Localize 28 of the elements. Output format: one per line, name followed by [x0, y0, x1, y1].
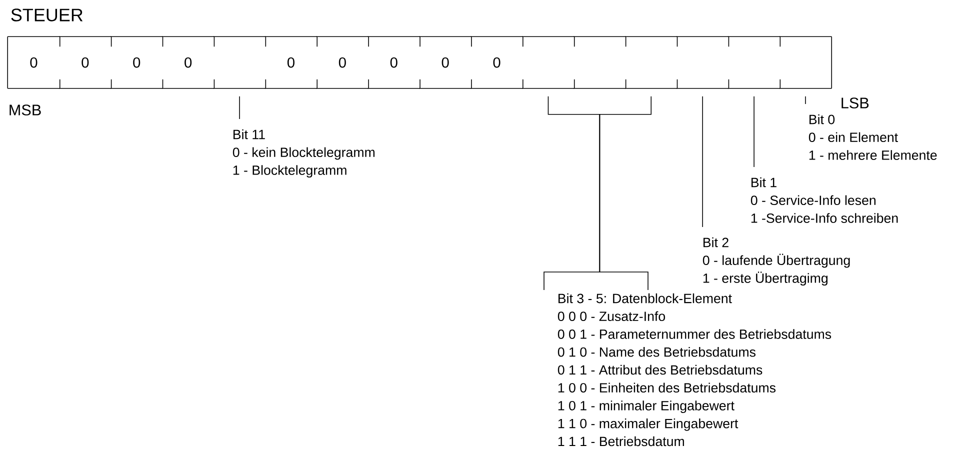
- bit-cell: [624, 36, 678, 89]
- bit-cell: 0: [418, 36, 472, 89]
- bit-cell: [573, 36, 626, 89]
- bit-cell: 0: [7, 36, 60, 89]
- bit-description: Bit 11 0 - kein Blocktelegramm 1 - Blocktelegramm: [232, 129, 374, 178]
- bit-cell: [728, 36, 781, 89]
- bit-cell: 0: [110, 36, 164, 89]
- bit-description: Bit 0 0 - ein Element 1 - mehrere Elemente: [808, 114, 937, 160]
- bit-description: Bit 3 - 5: Datenblock-Element 0 0 0 - Zusatz-Info 0 0 1 - Parameternummer des Betriebsdatums 0 1 0 - Name des Betriebsdatums 0 1 1 - Attribut des Betriebsdatums 1 0 0 - Einheiten des Betriebsdatums 1 0 1 - minimaler Eingabewert 1 1 0 - maximaler Eingabewert 1 1 1 - Betriebsdatum: [558, 293, 832, 446]
- bit-order-label: MSB: [10, 104, 41, 116]
- bit-cell: 0: [58, 36, 112, 89]
- bit-cell: 0: [264, 36, 318, 89]
- bit-cell: 0: [470, 36, 524, 89]
- bit-cell: [522, 36, 575, 89]
- title: STEUER: [11, 8, 83, 22]
- bit-cell: [778, 36, 832, 89]
- bit-order-label: LSB: [842, 98, 869, 108]
- bit-cell: 0: [367, 36, 420, 89]
- bit-cell: 0: [316, 36, 369, 89]
- bit-cell: [676, 36, 730, 89]
- bit-description: Bit 1 0 - Service-Info lesen 1 -Service-Info schreiben: [750, 177, 898, 223]
- bit-cell: 0: [162, 36, 215, 89]
- leader-line: [702, 96, 703, 228]
- bit-cell: [213, 36, 266, 89]
- leader-line: [805, 96, 806, 104]
- bracket-connector: [599, 96, 652, 272]
- leader-line: [239, 96, 240, 120]
- bit-description: Bit 2 0 - laufende Übertragung 1 - erste Übertragimg: [702, 237, 850, 286]
